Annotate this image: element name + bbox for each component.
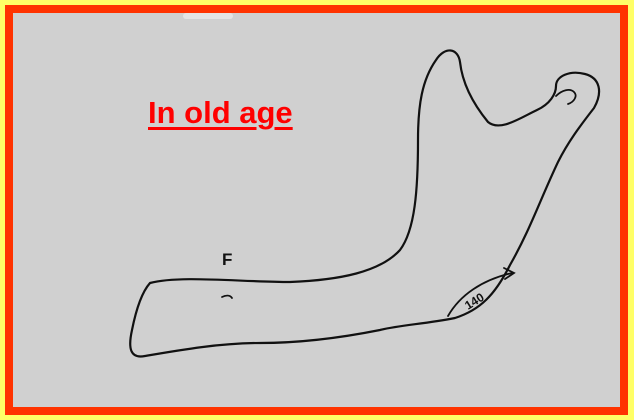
condyle-curl [556,90,576,104]
slide-panel: In old age F 140 [5,5,628,415]
mandible-outline [130,50,599,356]
foramen-mark [222,296,232,298]
mandible-diagram: F 140 [5,5,628,415]
angle-label: 140 [462,290,487,313]
foramen-label: F [222,250,232,269]
